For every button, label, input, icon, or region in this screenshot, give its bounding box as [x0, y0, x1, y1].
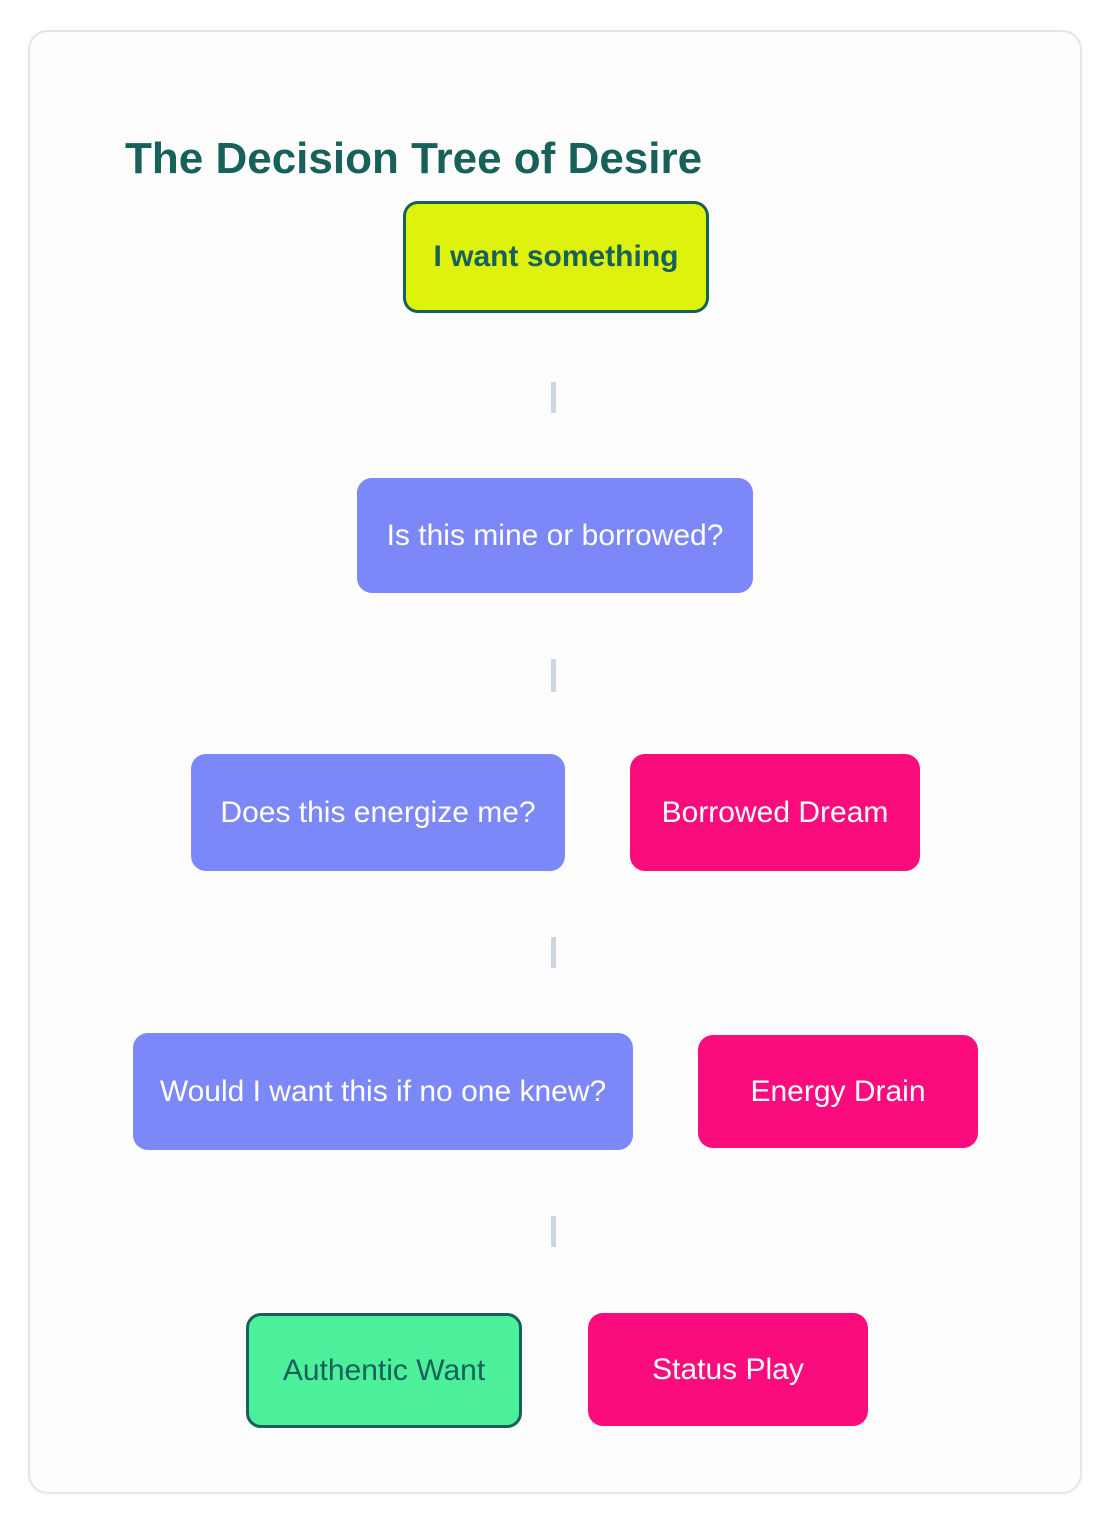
question-node-no-one-knew: Would I want this if no one knew? [133, 1033, 633, 1150]
question-node-mine-or-borrowed: Is this mine or borrowed? [357, 478, 753, 593]
outcome-node-borrowed-dream: Borrowed Dream [630, 754, 920, 871]
outcome-node-status-play: Status Play [588, 1313, 868, 1426]
outcome-node-energy-drain: Energy Drain [698, 1035, 978, 1148]
connector-line-4 [551, 1216, 556, 1247]
start-node-i-want-something: I want something [403, 201, 709, 313]
connector-line-3 [551, 937, 556, 968]
connector-line-1 [551, 382, 556, 413]
page-title: The Decision Tree of Desire [125, 134, 703, 183]
result-node-authentic-want: Authentic Want [246, 1313, 522, 1428]
question-node-energize: Does this energize me? [191, 754, 565, 871]
connector-line-2 [551, 659, 556, 692]
